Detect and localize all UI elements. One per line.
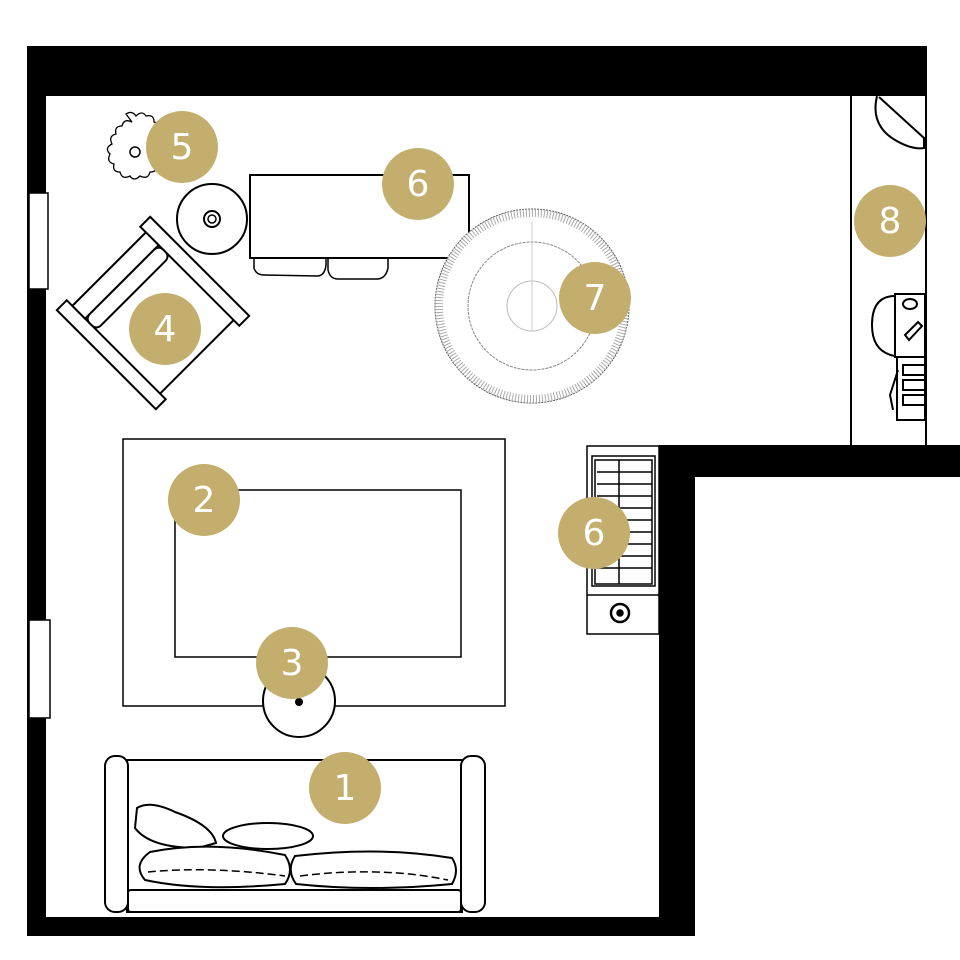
marker-5-plant: 5 — [146, 111, 218, 183]
wall-bottom — [27, 917, 695, 936]
potted-plant-icon — [106, 111, 166, 180]
marker-6-desk: 6 — [382, 148, 454, 220]
marker-label: 2 — [192, 479, 216, 521]
marker-3-coffee-table: 3 — [256, 627, 328, 699]
closet-door-swing — [874, 95, 925, 150]
marker-4-armchair: 4 — [129, 293, 201, 365]
wall-inner-right — [659, 445, 695, 936]
wall-top — [27, 46, 927, 96]
lamp-icon — [203, 210, 221, 228]
marker-label: 5 — [170, 126, 194, 168]
desk-chair-right — [327, 258, 389, 280]
marker-label: 4 — [153, 308, 177, 350]
marker-7-round-rug: 7 — [559, 262, 631, 334]
window-upper — [28, 192, 49, 290]
marker-label: 6 — [406, 163, 430, 205]
round-rug — [434, 208, 630, 404]
desk-chair-left — [253, 258, 327, 277]
marker-label: 7 — [583, 277, 607, 319]
closet-fixtures — [870, 293, 926, 421]
coffee-table-item-icon — [295, 698, 303, 706]
window-lower — [28, 619, 51, 719]
marker-label: 1 — [333, 767, 357, 809]
wall-inner-horizontal — [659, 445, 960, 477]
sofa — [104, 755, 486, 913]
marker-label: 3 — [280, 642, 304, 684]
marker-label: 8 — [878, 200, 902, 242]
marker-8-closet: 8 — [854, 185, 926, 257]
plant-pot-center — [129, 146, 141, 158]
marker-1-sofa: 1 — [309, 752, 381, 824]
side-table-top-left — [176, 183, 248, 255]
lamp-icon-inner — [207, 214, 217, 224]
marker-6-shelving: 6 — [558, 497, 630, 569]
wall-left — [27, 46, 46, 936]
marker-label: 6 — [582, 512, 606, 554]
marker-2-area-rug: 2 — [168, 464, 240, 536]
